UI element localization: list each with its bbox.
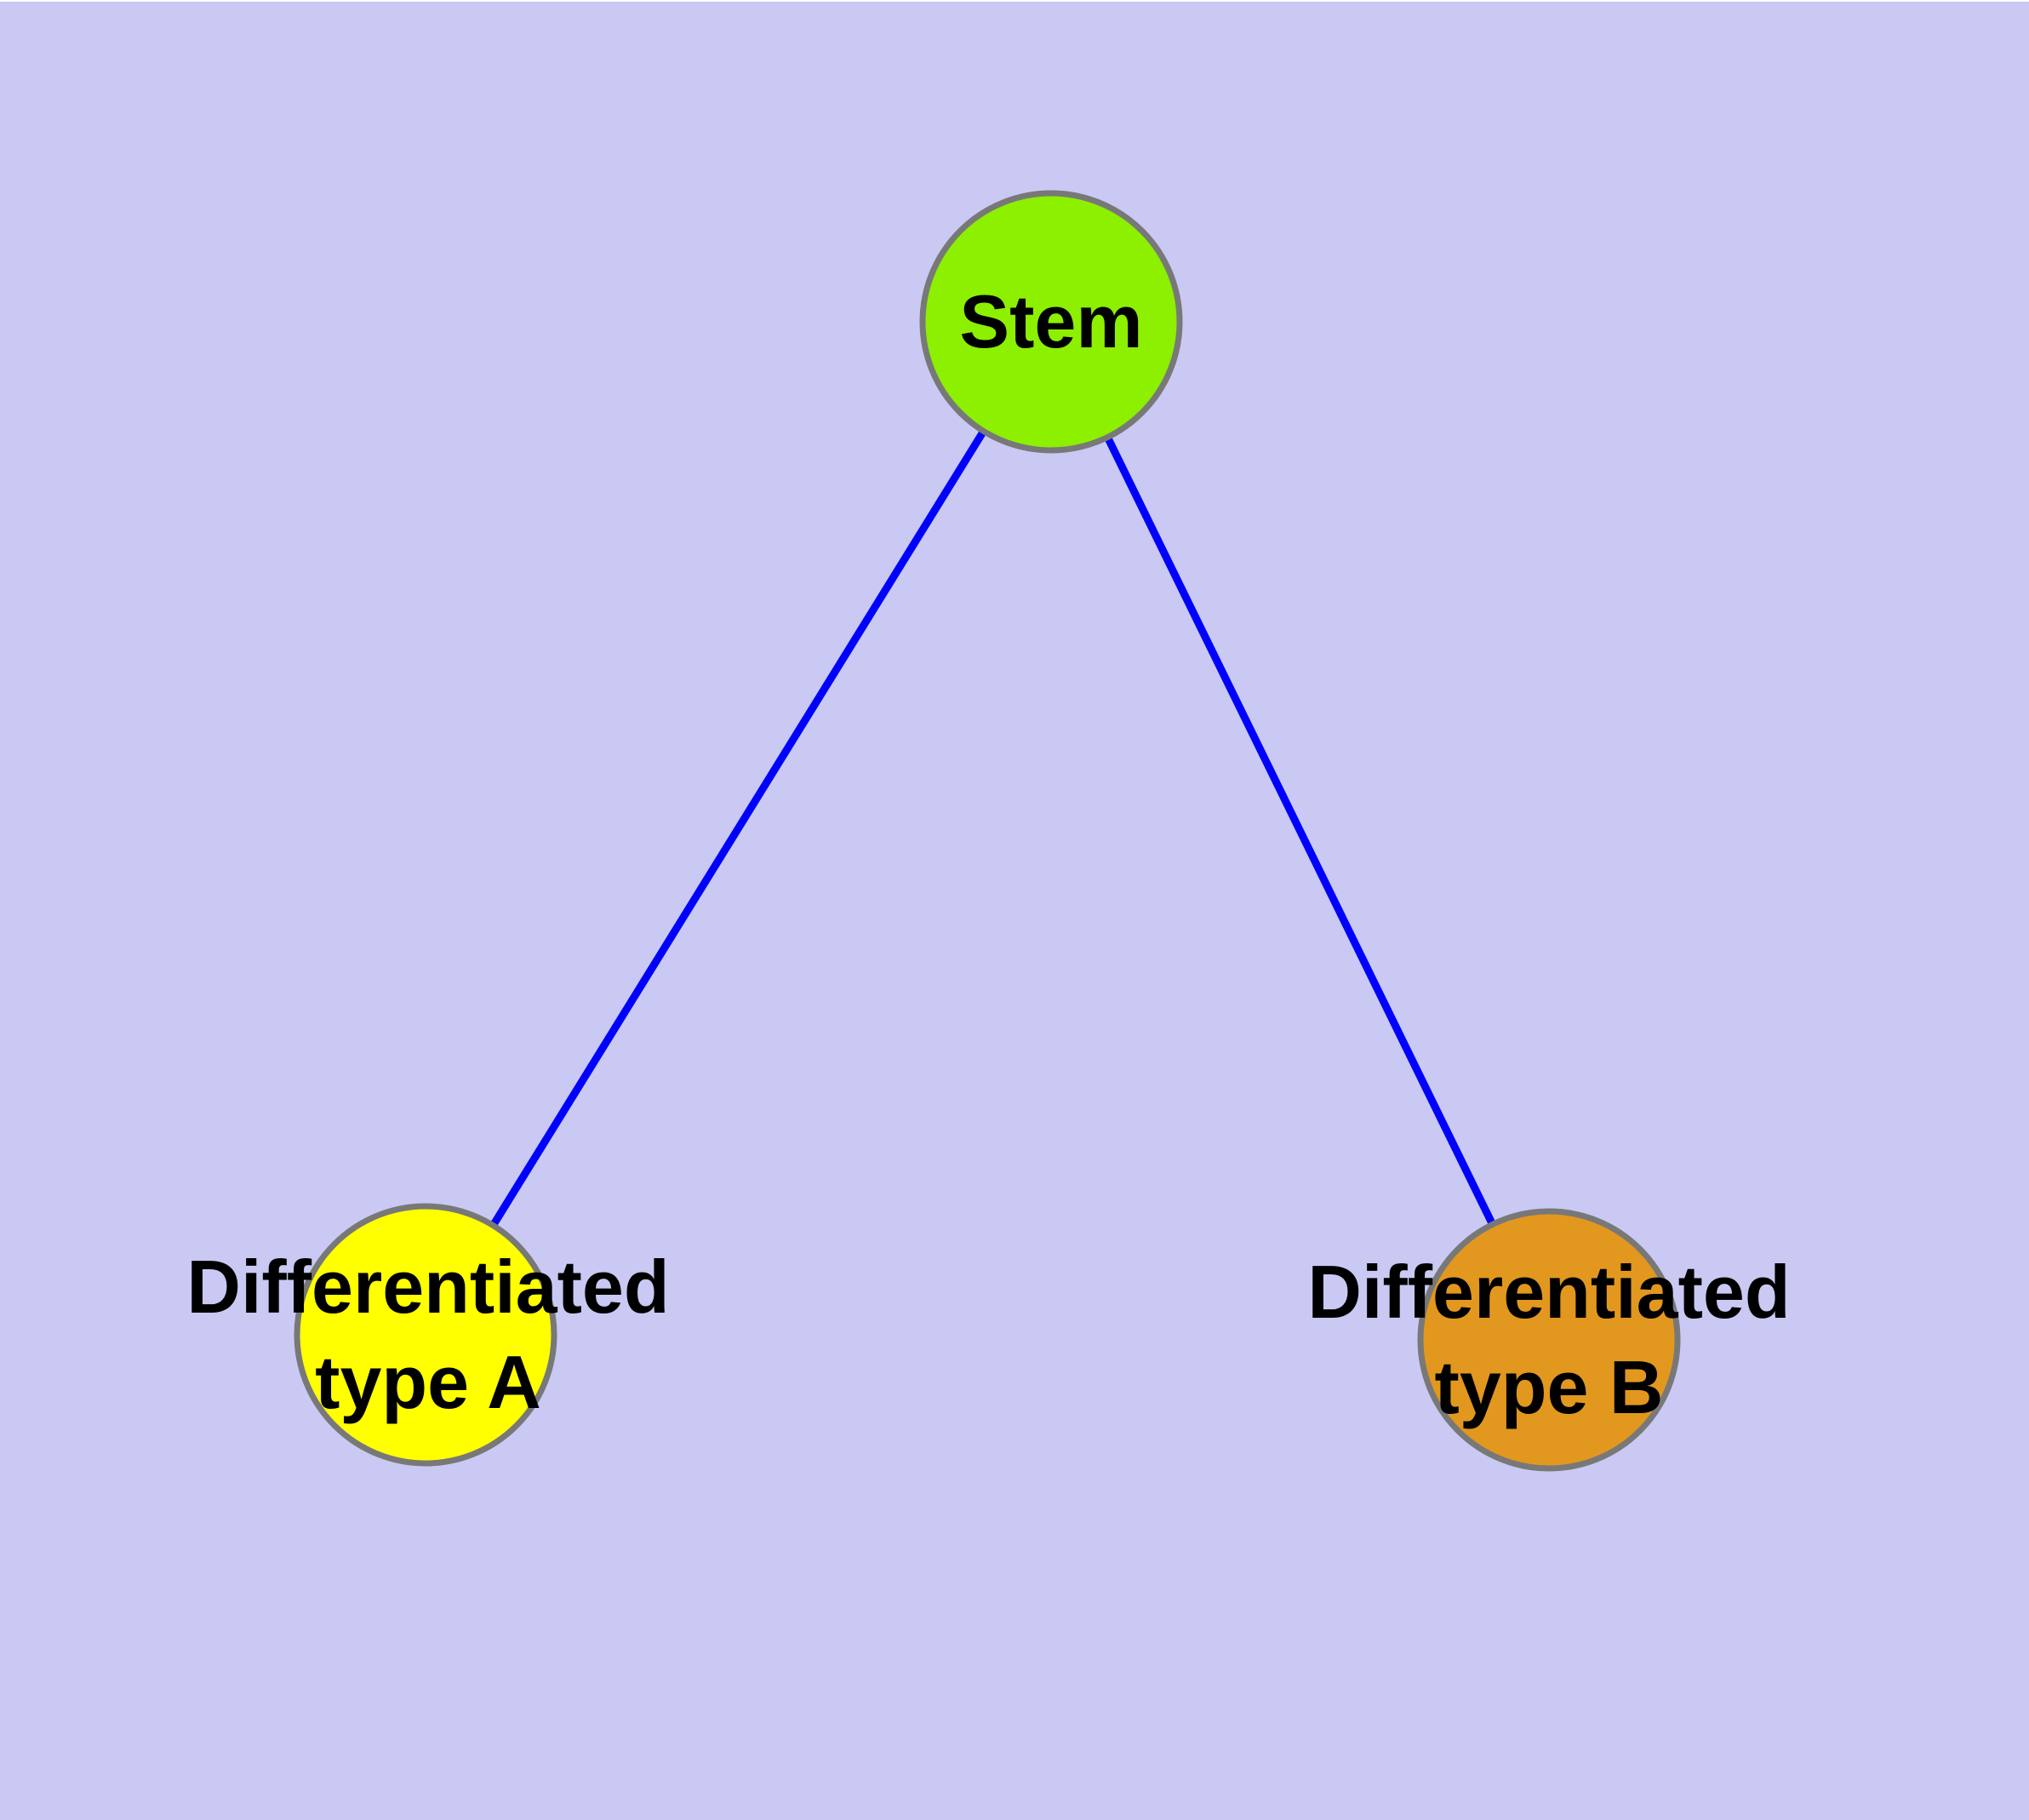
edge-stem-to-type-b <box>1047 320 1553 1342</box>
node-differentiated-type-b-circle <box>1417 1208 1681 1472</box>
node-differentiated-type-a-circle <box>294 1203 557 1467</box>
edge-stem-to-type-a <box>422 319 1055 1337</box>
node-stem-circle <box>919 190 1183 454</box>
